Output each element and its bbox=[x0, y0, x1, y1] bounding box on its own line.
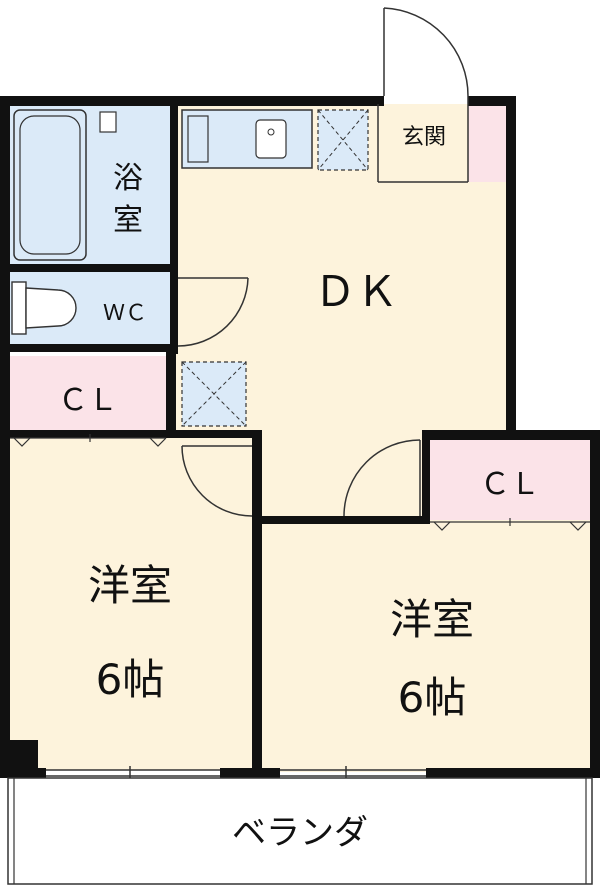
wc-label: ＷＣ bbox=[103, 301, 147, 326]
western-room-left-floor bbox=[8, 436, 254, 770]
washer-space bbox=[181, 361, 247, 427]
western-left-label-line2: 6帖 bbox=[96, 655, 165, 704]
western-right-door bbox=[343, 439, 421, 517]
closet-right-floor bbox=[430, 440, 590, 520]
bathroom-label-line1: 浴 bbox=[113, 161, 143, 196]
kitchen-counter bbox=[181, 109, 313, 169]
balcony bbox=[7, 777, 593, 885]
bathtub-icon bbox=[13, 109, 117, 261]
closet-left-doors bbox=[10, 434, 167, 447]
closet-left-label: ＣＬ bbox=[58, 383, 118, 418]
entrance-door bbox=[377, 7, 469, 183]
dk-label: ＤＫ bbox=[314, 267, 398, 316]
entrance-floor bbox=[378, 104, 468, 182]
closet-right-doors bbox=[430, 518, 590, 531]
entrance-pink-strip bbox=[468, 104, 508, 182]
bathroom-label-line2: 室 bbox=[113, 203, 143, 238]
walls bbox=[0, 96, 600, 778]
closet-right-label: ＣＬ bbox=[480, 467, 540, 502]
western-left-label-line1: 洋室 bbox=[88, 561, 172, 610]
entrance-label: 玄関 bbox=[402, 125, 446, 150]
toilet-icon bbox=[11, 281, 77, 335]
western-right-label-line2: 6帖 bbox=[398, 673, 467, 722]
western-room-right-floor bbox=[262, 520, 590, 772]
dk-lower-floor bbox=[256, 430, 428, 522]
wc-door bbox=[177, 277, 249, 347]
closet-left-floor bbox=[8, 356, 170, 436]
balcony-label: ベランダ bbox=[232, 813, 368, 853]
western-right-label-line1: 洋室 bbox=[390, 595, 474, 644]
fridge-space bbox=[317, 109, 369, 171]
western-left-door bbox=[181, 445, 253, 517]
